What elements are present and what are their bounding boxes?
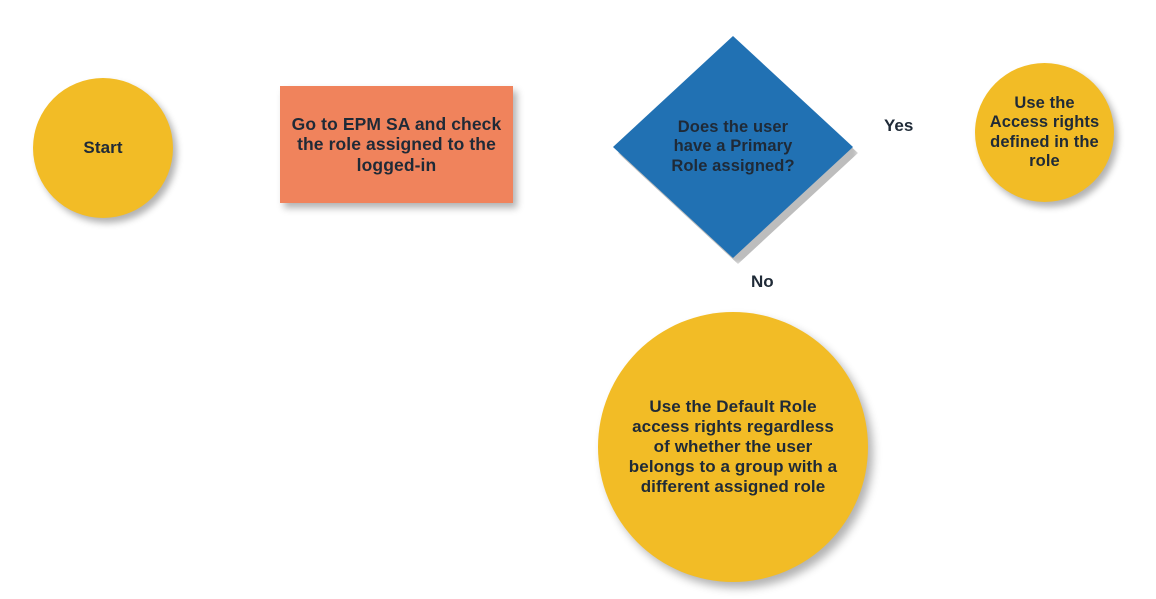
edge-label-yes: Yes: [884, 116, 914, 135]
node-outcome-yes-label: Use the Access rights defined in the rol…: [989, 93, 1100, 170]
node-decision[interactable]: Does the user have a Primary Role assign…: [613, 36, 858, 264]
node-outcome-yes[interactable]: Use the Access rights defined in the rol…: [975, 63, 1114, 202]
node-start[interactable]: Start: [33, 78, 173, 218]
node-outcome-no-label: Use the Default Role access rights regar…: [628, 396, 838, 497]
node-start-label: Start: [83, 137, 123, 157]
node-process[interactable]: Go to EPM SA and check the role assigned…: [280, 86, 513, 203]
node-process-label: Go to EPM SA and check the role assigned…: [291, 113, 502, 175]
edge-label-no: No: [751, 272, 774, 291]
node-outcome-no[interactable]: Use the Default Role access rights regar…: [598, 312, 868, 582]
node-decision-label: Does the user have a Primary Role assign…: [671, 117, 795, 175]
